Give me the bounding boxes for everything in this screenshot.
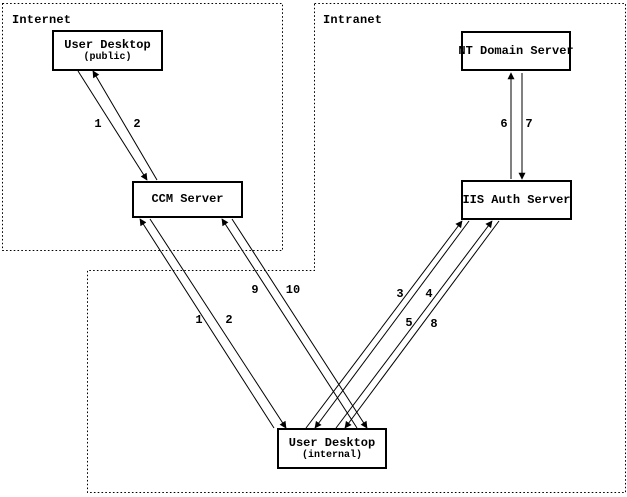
node-nt-domain-server: NT Domain Server	[458, 31, 574, 71]
node-subtitle: (internal)	[301, 449, 362, 461]
arrow-2-ccm-to-internal	[149, 218, 287, 429]
edge-label-2-public: 2	[133, 117, 140, 131]
arrow-10-ccm-to-internal	[231, 218, 368, 429]
edge-label-6: 6	[500, 117, 507, 131]
edge-label-2-internal: 2	[225, 313, 232, 327]
arrow-1-internal-to-ccm	[139, 218, 275, 429]
arrow-8-iis-to-internal	[344, 220, 500, 429]
edge-label-1-internal: 1	[195, 313, 202, 327]
node-title: CCM Server	[151, 192, 224, 206]
node-title: User Desktop	[288, 435, 376, 450]
intranet-zone-label: Intranet	[323, 13, 383, 27]
node-title: IIS Auth Server	[462, 192, 571, 207]
node-user-desktop-public: User Desktop (public)	[52, 30, 163, 71]
arrow-3-internal-to-iis	[305, 220, 463, 429]
node-title: User Desktop	[64, 37, 151, 52]
node-ccm-server: CCM Server	[132, 181, 243, 218]
node-title: NT Domain Server	[458, 43, 574, 58]
edge-label-3: 3	[396, 287, 403, 301]
arrow-4-iis-to-internal	[314, 220, 470, 429]
edge-label-7: 7	[525, 117, 532, 131]
edge-label-4: 4	[425, 287, 432, 301]
node-user-desktop-internal: User Desktop (internal)	[277, 428, 387, 469]
arrow-9-internal-to-ccm	[221, 218, 358, 429]
edge-label-1-public: 1	[94, 117, 101, 131]
edge-label-10: 10	[286, 283, 300, 297]
arrow-2-ccm-to-public	[92, 70, 158, 181]
node-subtitle: (public)	[83, 51, 132, 63]
internet-zone-border	[2, 3, 283, 251]
node-iis-auth-server: IIS Auth Server	[461, 180, 572, 220]
edge-label-9: 9	[251, 283, 258, 297]
arrow-5-internal-to-iis	[335, 220, 493, 429]
intranet-zone-border	[87, 3, 626, 493]
internet-zone-label: Internet	[12, 13, 72, 27]
edge-label-5: 5	[405, 316, 412, 330]
arrow-1-public-to-ccm	[77, 70, 148, 181]
edge-label-8: 8	[430, 317, 437, 331]
